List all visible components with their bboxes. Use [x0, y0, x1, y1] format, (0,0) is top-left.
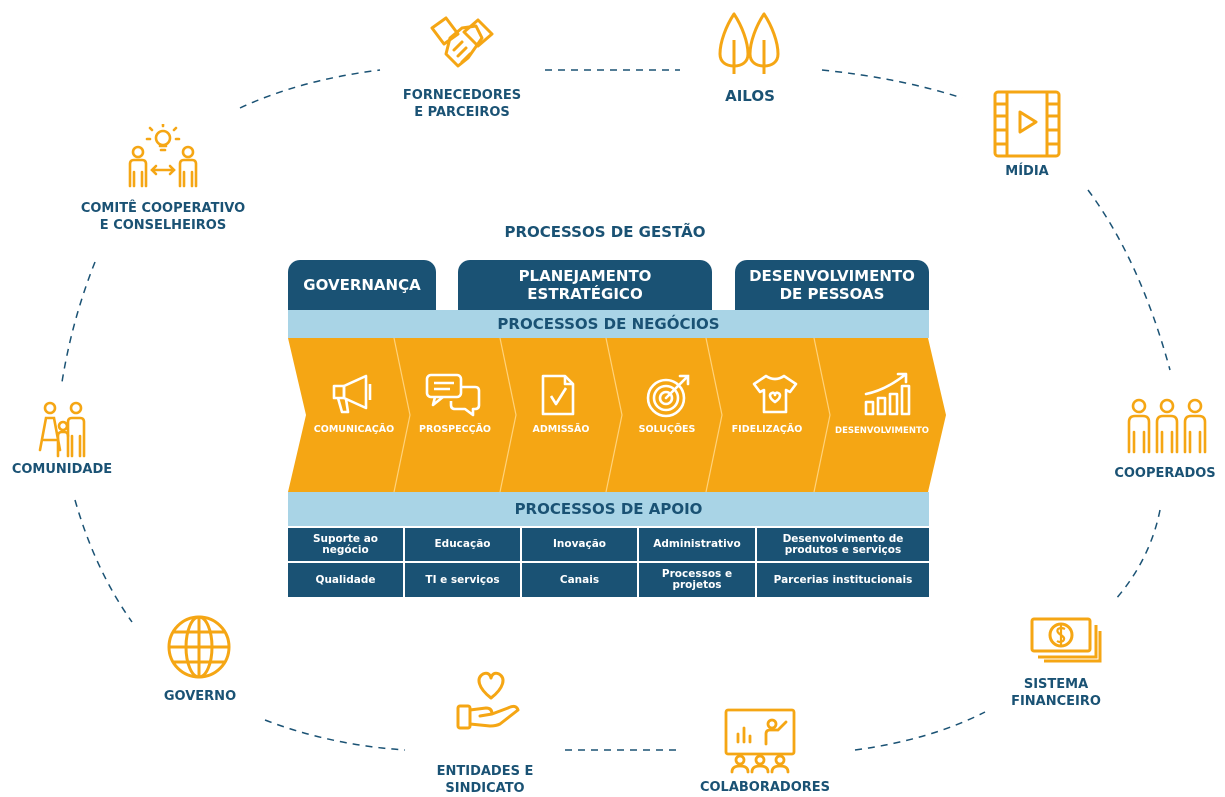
- negocios-title: PROCESSOS DE NEGÓCIOS: [288, 310, 929, 338]
- gestao-title: PROCESSOS DE GESTÃO: [504, 223, 706, 241]
- cooperados-people-icon: [1127, 398, 1207, 454]
- stakeholder-ailos: AILOS: [725, 87, 775, 105]
- apoio-cell-administrativo: Administrativo: [639, 528, 755, 561]
- step-solucoes: SOLUÇÕES: [638, 424, 696, 435]
- apoio-cell-educacao: Educação: [405, 528, 520, 561]
- tab-governanca: GOVERNANÇA: [288, 260, 436, 310]
- globe-icon: [167, 615, 231, 679]
- presentation-board-icon: [724, 708, 796, 774]
- tshirt-heart-icon: [752, 374, 798, 414]
- stakeholder-midia: MÍDIA: [1005, 164, 1049, 179]
- apoio-cell-qualidade: Qualidade: [288, 563, 403, 597]
- step-admissao: ADMISSÃO: [532, 424, 590, 435]
- tab-desenvolvimento-pessoas: DESENVOLVIMENTO DE PESSOAS: [735, 260, 929, 310]
- money-bills-icon: [1030, 617, 1102, 663]
- apoio-cell-produtos: Desenvolvimento de produtos e serviços: [757, 528, 929, 561]
- apoio-cell-parcerias: Parcerias institucionais: [757, 563, 929, 597]
- hand-heart-icon: [456, 671, 520, 730]
- growth-chart-icon: [864, 372, 911, 416]
- process-chevrons: [288, 338, 946, 492]
- stakeholder-comunidade: COMUNIDADE: [11, 462, 113, 477]
- apoio-cell-ti: TI e serviços: [405, 563, 520, 597]
- step-desenvolvimento: DESENVOLVIMENTO: [835, 426, 929, 436]
- step-prospeccao: PROSPECÇÃO: [418, 424, 492, 435]
- trees-icon: [718, 12, 780, 74]
- apoio-title: PROCESSOS DE APOIO: [288, 492, 929, 526]
- stakeholder-entidades: ENTIDADES E SINDICATO: [436, 764, 534, 796]
- apoio-cell-suporte: Suporte ao negócio: [288, 528, 403, 561]
- handshake-icon: [430, 16, 494, 68]
- document-check-icon: [541, 374, 575, 416]
- stakeholder-comite: COMITÊ COOPERATIVO E CONSELHEIROS: [80, 201, 246, 233]
- committee-idea-icon: [128, 124, 198, 188]
- stakeholder-cooperados: COOPERADOS: [1114, 466, 1216, 481]
- target-icon: [646, 374, 690, 418]
- stakeholder-sistema-financeiro: SISTEMA FINANCEIRO: [1011, 677, 1101, 709]
- apoio-cell-inovacao: Inovação: [522, 528, 637, 561]
- chat-bubbles-icon: [425, 373, 481, 417]
- stakeholder-fornecedores: FORNECEDORES E PARCEIROS: [402, 88, 522, 120]
- step-fidelizacao: FIDELIZAÇÃO: [731, 424, 803, 435]
- film-video-icon: [993, 90, 1061, 158]
- step-comunicacao: COMUNICAÇÃO: [313, 424, 395, 435]
- stakeholder-colaboradores: COLABORADORES: [699, 780, 831, 795]
- apoio-cell-canais: Canais: [522, 563, 637, 597]
- megaphone-icon: [332, 374, 372, 414]
- family-icon: [38, 401, 86, 458]
- stakeholder-governo: GOVERNO: [163, 689, 237, 704]
- apoio-cell-processos: Processos e projetos: [639, 563, 755, 597]
- tab-planejamento: PLANEJAMENTO ESTRATÉGICO: [458, 260, 712, 310]
